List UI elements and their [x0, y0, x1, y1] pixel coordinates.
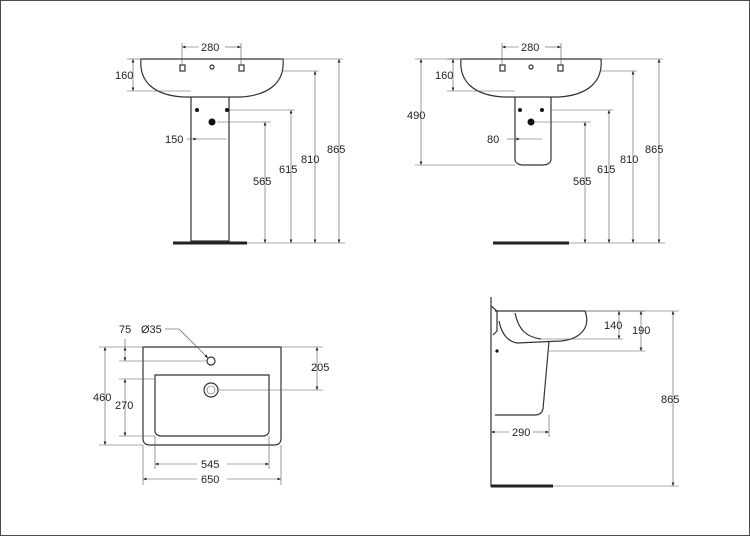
fixing-point	[225, 108, 229, 112]
semi-pedestal-outline	[514, 97, 552, 166]
fixing-point	[495, 349, 499, 353]
dim-160: 160	[435, 70, 453, 82]
tap-hole	[206, 356, 216, 366]
dim-75: 75	[119, 324, 131, 336]
dim-650: 650	[201, 474, 219, 486]
basin-outline	[140, 58, 284, 98]
dim-diameter-35: Ø35	[141, 324, 162, 336]
dim-615: 615	[279, 164, 297, 176]
dim-160: 160	[115, 70, 133, 82]
basin-side-outline	[495, 310, 588, 344]
dim-190: 190	[632, 325, 650, 337]
semi-pedestal-side	[495, 340, 550, 416]
basin-top-outline	[142, 346, 282, 446]
waste-point	[208, 118, 216, 126]
tap-hole	[557, 64, 564, 72]
dim-290: 290	[512, 427, 530, 439]
waste-outlet	[203, 382, 219, 398]
overflow-hole	[528, 64, 534, 70]
dim-80: 80	[487, 134, 499, 146]
dim-460: 460	[93, 392, 111, 404]
front-semipedestal-view: 280 160 490 80 565 615 8	[407, 42, 665, 245]
dim-140: 140	[604, 320, 622, 332]
waste-outlet-inner	[206, 385, 216, 395]
dim-865: 865	[661, 394, 679, 406]
dim-565: 565	[573, 176, 591, 188]
dim-565: 565	[253, 176, 271, 188]
wall-bracket	[490, 305, 498, 336]
overflow-hole	[209, 64, 215, 70]
tap-hole	[499, 64, 506, 72]
bowl-side-outline	[514, 312, 542, 340]
tap-hole	[238, 64, 245, 72]
dim-490: 490	[407, 110, 425, 122]
bowl-outline	[154, 374, 270, 437]
fixing-point	[195, 108, 199, 112]
dim-810: 810	[301, 154, 319, 166]
front-pedestal-view: 280 160 150 565 615 810 865	[115, 42, 345, 245]
dim-865: 865	[327, 144, 345, 156]
dim-810: 810	[620, 154, 638, 166]
pedestal-outline	[190, 97, 230, 242]
dim-280: 280	[521, 42, 539, 54]
tap-hole	[179, 64, 186, 72]
dim-270: 270	[115, 400, 133, 412]
dim-150: 150	[165, 134, 183, 146]
waste-point	[527, 118, 535, 126]
side-view: 140 190 290 865	[490, 297, 679, 488]
dim-615: 615	[597, 164, 615, 176]
top-view: Ø35 75 460 270 205 545	[93, 324, 329, 486]
fixing-point	[540, 108, 544, 112]
dim-545: 545	[201, 459, 219, 471]
dim-280: 280	[201, 42, 219, 54]
dim-865: 865	[645, 144, 663, 156]
fixing-point	[518, 108, 522, 112]
basin-outline	[460, 58, 602, 98]
dim-205: 205	[311, 362, 329, 374]
